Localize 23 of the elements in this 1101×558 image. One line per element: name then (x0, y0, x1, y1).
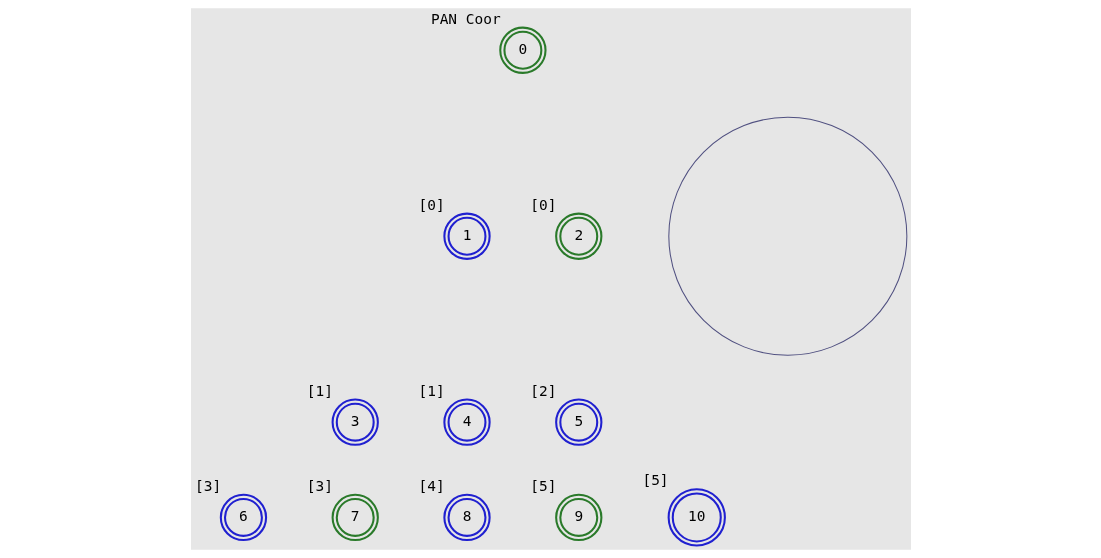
node-circle: 10 (667, 488, 726, 547)
node-circle: 4 (442, 398, 491, 446)
node-label: [4] (418, 478, 445, 495)
node-circle: 8 (442, 493, 491, 542)
node-label: [0] (529, 196, 556, 213)
node-label: [2] (529, 382, 556, 399)
node-circle (667, 116, 907, 356)
node-circle: 9 (554, 493, 602, 542)
node-circle: 6 (219, 493, 267, 542)
node-circle: 7 (331, 493, 379, 542)
node-label: [5] (529, 478, 556, 495)
node-label: [5] (641, 472, 669, 489)
node-label: [3] (306, 478, 333, 495)
node-label: [0] (418, 196, 445, 213)
node-circle: 0 (498, 26, 547, 74)
node-circle: 2 (554, 212, 602, 260)
node-circle: 1 (442, 212, 491, 260)
node-circle: 3 (331, 398, 379, 446)
node-label: [3] (194, 478, 221, 495)
node-label: [1] (418, 382, 445, 399)
node-circle: 5 (554, 398, 602, 446)
node-label: PAN Coor (430, 10, 501, 27)
node-label: [1] (306, 382, 333, 399)
